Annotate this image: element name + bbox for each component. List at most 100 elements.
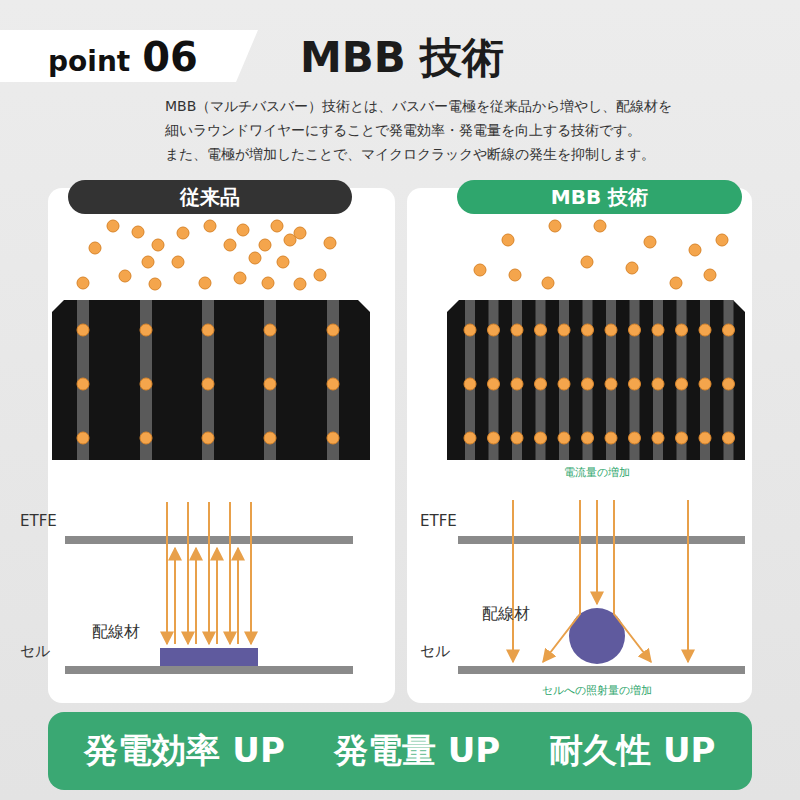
electron-dot [199, 277, 211, 289]
electron-dot [582, 378, 594, 390]
electron-dot [511, 432, 523, 444]
banner-shape [48, 712, 752, 790]
busbar [653, 300, 663, 460]
page-title: MBB 技術 [300, 30, 504, 86]
point-tab: point 06 [48, 34, 198, 80]
electron-dot [626, 262, 638, 274]
electron-dot [511, 324, 523, 336]
electron-dot [558, 324, 570, 336]
electron-dot [132, 226, 144, 238]
effect-note: 電流量の増加 [564, 465, 630, 480]
etfe-layer [458, 536, 745, 544]
electron-dot [264, 324, 276, 336]
electron-dot [582, 324, 594, 336]
electron-dot [558, 432, 570, 444]
electron-dot [202, 432, 214, 444]
electron-dot [264, 432, 276, 444]
electron-dot [502, 234, 514, 246]
part-name: 配線材 [482, 604, 530, 625]
electron-dot [327, 432, 339, 444]
electron-dot [202, 378, 214, 390]
electron-dot [704, 269, 716, 281]
electron-dot [464, 432, 476, 444]
busbar [77, 300, 89, 460]
electron-dot [140, 324, 152, 336]
electron-dot [629, 432, 641, 444]
effect-note: セルへの照射量の増加 [542, 683, 652, 698]
electron-dot [670, 277, 682, 289]
electron-dot [605, 324, 617, 336]
electron-dot [464, 378, 476, 390]
description: MBB（マルチバスバー）技術とは、バスバー電極を従来品から増やし、配線材を [165, 98, 672, 116]
electron-dot [202, 324, 214, 336]
electron-dot [177, 227, 189, 239]
electron-dot [605, 432, 617, 444]
electron-dot [716, 234, 728, 246]
node-text: point [48, 45, 130, 78]
electron-dot [234, 272, 246, 284]
benefit-banner: 発電効率 UP発電量 UP耐久性 UP [48, 712, 752, 790]
electron-dot [549, 220, 561, 232]
busbar [606, 300, 616, 460]
electron-dots [77, 220, 735, 444]
node-text: 発電量 UP [334, 728, 500, 774]
electron-dot [535, 324, 547, 336]
electron-dot [594, 220, 606, 232]
electron-dot [676, 324, 688, 336]
layer-name: セル [20, 642, 50, 661]
part-name: 配線材 [92, 622, 140, 643]
electron-dot [488, 378, 500, 390]
electron-dot [140, 432, 152, 444]
electron-dot [652, 432, 664, 444]
flat-wire [160, 648, 258, 666]
busbar [264, 300, 276, 460]
electron-dot [699, 378, 711, 390]
electron-dot [77, 378, 89, 390]
electron-dot [77, 277, 89, 289]
electron-dot [204, 220, 216, 232]
panel [407, 188, 752, 703]
busbar [559, 300, 569, 460]
description: 細いラウンドワイヤーにすることで発電効率・発電量を向上する技術です。 [165, 122, 641, 140]
node-text: 発電効率 UP [84, 728, 284, 774]
electron-dot [237, 224, 249, 236]
electron-dot [629, 324, 641, 336]
busbar [630, 300, 640, 460]
electron-dot [284, 234, 296, 246]
electron-dot [581, 256, 593, 268]
electron-dot [723, 378, 735, 390]
electron-dot [224, 239, 236, 251]
electron-dot [535, 378, 547, 390]
header-pill: MBB 技術 [457, 180, 742, 214]
electron-dot [509, 269, 521, 281]
layer-name: ETFE [420, 512, 457, 530]
cell-layer [458, 666, 745, 674]
electron-dot [699, 432, 711, 444]
electron-dot [511, 378, 523, 390]
node-text: 従来品 [180, 184, 240, 211]
solar-cell [52, 300, 370, 460]
node-text: 06 [142, 34, 198, 80]
electron-dot [652, 324, 664, 336]
light-rays [513, 500, 688, 662]
electron-dot [264, 378, 276, 390]
layer-name: ETFE [20, 512, 57, 530]
electron-dot [152, 239, 164, 251]
busbar [724, 300, 734, 460]
electron-dot [89, 242, 101, 254]
electron-dot [262, 277, 274, 289]
electron-dot [327, 324, 339, 336]
busbar [583, 300, 593, 460]
busbar [202, 300, 214, 460]
electron-dot [689, 244, 701, 256]
busbar [512, 300, 522, 460]
electron-dot [107, 220, 119, 232]
busbar [700, 300, 710, 460]
electron-dot [652, 378, 664, 390]
electron-dot [142, 256, 154, 268]
electron-dot [314, 269, 326, 281]
electron-dot [488, 432, 500, 444]
electron-dot [644, 236, 656, 248]
cell-layer [65, 666, 353, 674]
